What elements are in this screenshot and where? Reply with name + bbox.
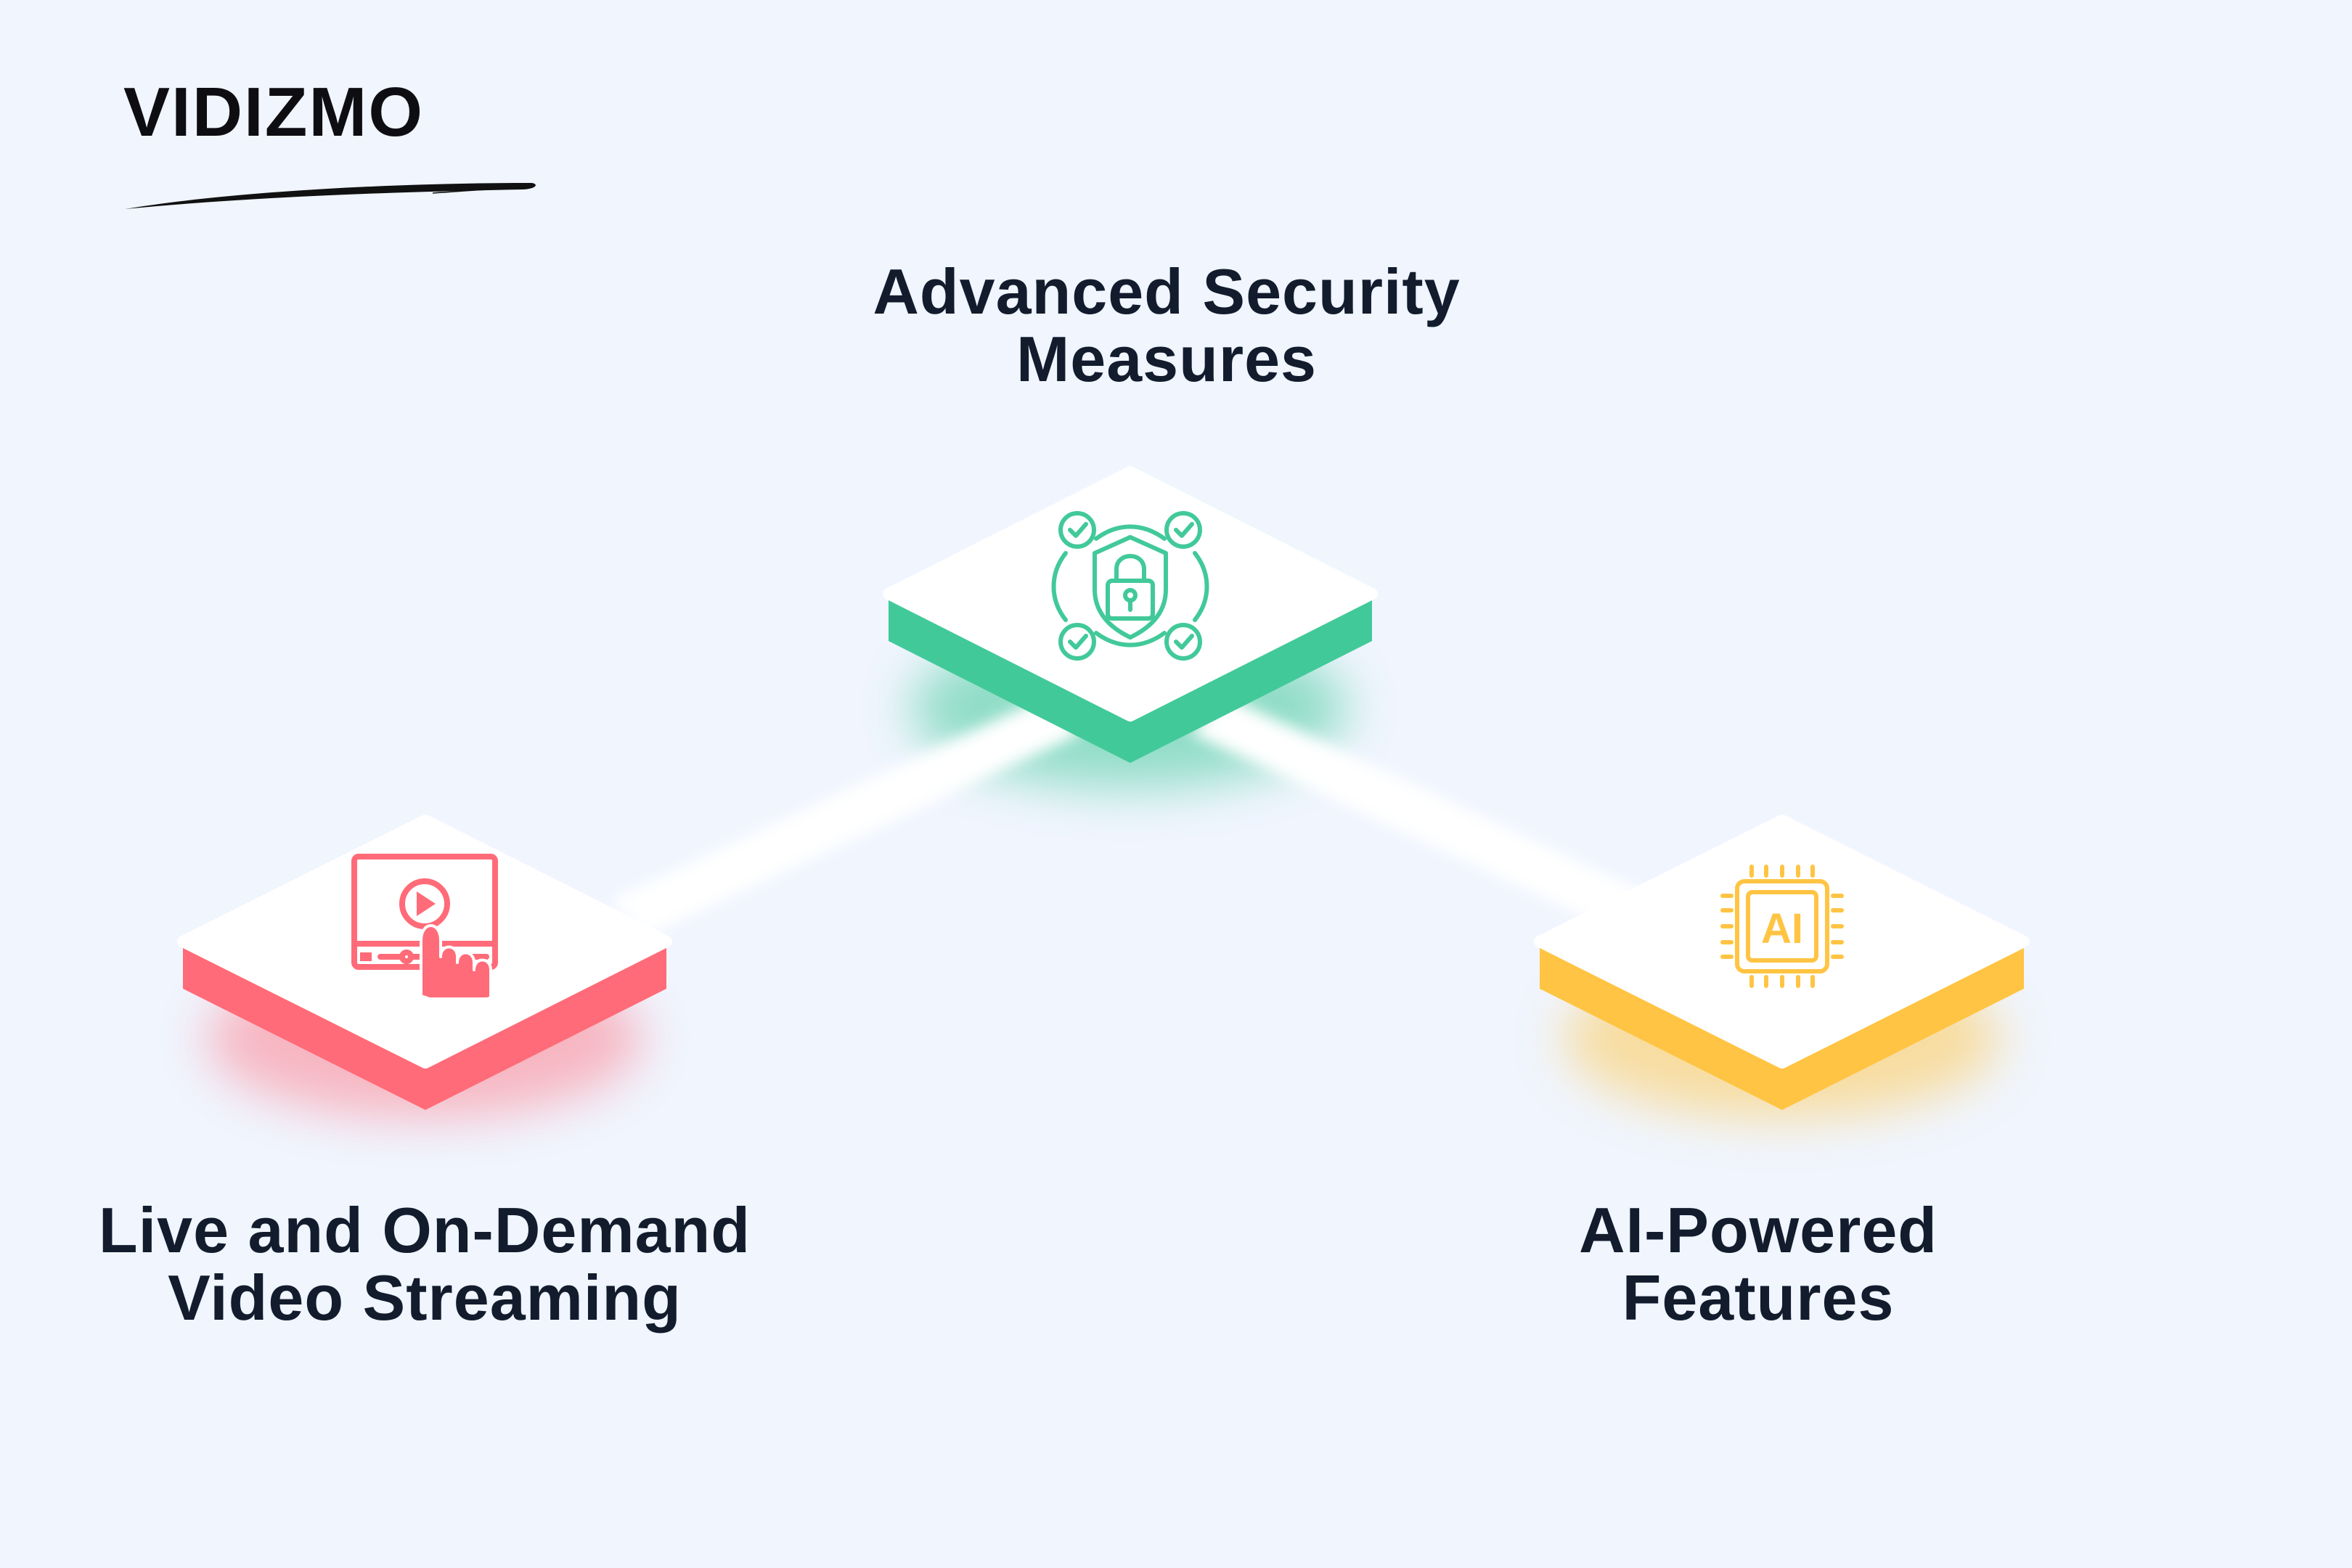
label-security: Advanced Security Measures [767,258,1566,393]
label-ai-line2: Features [1622,1262,1895,1334]
brand-underline-hairline [432,187,531,194]
label-ai: AI-Powered Features [1359,1196,2157,1332]
ai-chip-icon [1720,865,1844,988]
ai-chip-icon-text: AI [1761,905,1803,952]
label-streaming: Live and On-Demand Video Streaming [25,1196,824,1332]
video-play-touch-icon [351,854,498,1000]
tile-ai [1534,814,2030,1110]
label-security-line1: Advanced Security [873,256,1461,327]
tile-security-top [883,466,1378,722]
brand-logo: VIDIZMO [123,73,424,151]
label-ai-line1: AI-Powered [1578,1194,1938,1266]
connector-right [1191,697,1662,936]
label-streaming-line2: Video Streaming [168,1262,682,1334]
label-streaming-line1: Live and On-Demand [98,1194,751,1266]
connector-left [610,697,1082,936]
label-security-line2: Measures [1016,323,1317,396]
brand-underline [125,183,536,209]
security-lock-shield-icon [1051,511,1209,661]
tile-ai-top [1534,814,2030,1069]
